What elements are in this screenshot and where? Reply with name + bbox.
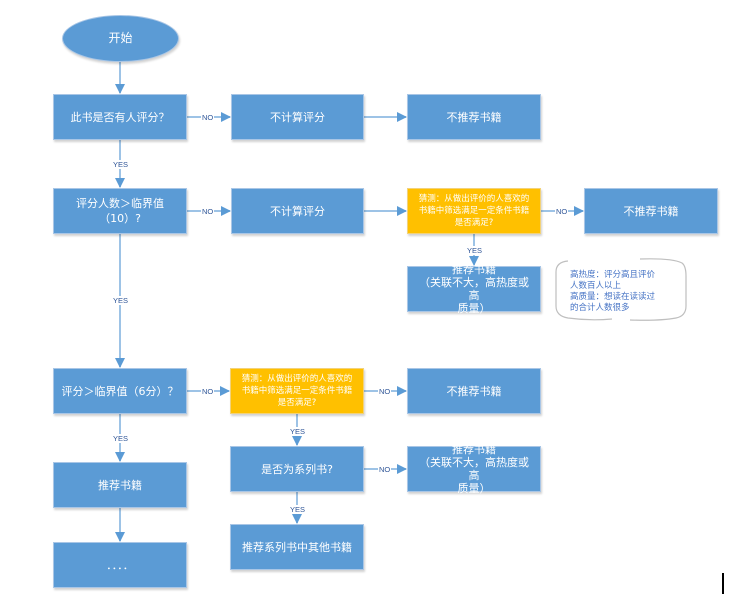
recommend-loose-label-1: 推荐书籍 （关联不大，高热度或高 质量） (419, 263, 529, 315)
decision-score-label: 评分＞临界值（6分）？ (61, 384, 179, 398)
guess-decision-2[interactable]: 猜测：从做出评价的人喜欢的 书籍中筛选满足一定条件书籍 是否满足? (230, 368, 364, 414)
decision-rater-count-label: 评分人数＞临界值 （10）? (76, 197, 164, 225)
recommend-series-node[interactable]: 推荐系列书中其他书籍 (230, 524, 364, 570)
start-node[interactable]: 开始 (62, 15, 179, 62)
not-recommend-label-1: 不推荐书籍 (446, 110, 502, 124)
recommend-loose-node-2[interactable]: 推荐书籍 （关联不大，高热度或高 质量） (407, 443, 541, 495)
decision-series-label: 是否为系列书? (261, 462, 333, 476)
edge-label-yes: YES (466, 246, 484, 255)
edge-label-no: NO (555, 207, 569, 216)
text-cursor (722, 573, 724, 594)
edge-label-yes: YES (289, 505, 307, 514)
edge-label-no: NO (201, 207, 215, 216)
no-score-node-1[interactable]: 不计算评分 (231, 94, 364, 140)
guess-decision-label-2: 猜测：从做出评价的人喜欢的 书籍中筛选满足一定条件书籍 是否满足? (241, 374, 353, 408)
decision-series[interactable]: 是否为系列书? (230, 446, 364, 492)
start-label: 开始 (108, 31, 133, 45)
decision-rater-count[interactable]: 评分人数＞临界值 （10）? (53, 188, 187, 234)
edge-label-no: NO (378, 387, 392, 396)
ellipsis-node[interactable]: ．．．． (53, 542, 187, 588)
note-bracket-shape (555, 258, 687, 321)
not-recommend-node-1[interactable]: 不推荐书籍 (407, 94, 541, 140)
not-recommend-label-2: 不推荐书籍 (623, 204, 679, 218)
edge-label-yes: YES (112, 160, 130, 169)
not-recommend-label-3: 不推荐书籍 (446, 384, 502, 398)
no-score-label-1: 不计算评分 (270, 110, 325, 124)
ellipsis-label: ．．．． (106, 558, 134, 572)
edge-label-yes: YES (112, 434, 130, 443)
guess-decision-label-1: 猜测：从做出评价的人喜欢的 书籍中筛选满足一定条件书籍 是否满足? (418, 194, 530, 228)
edge-label-no: NO (201, 387, 215, 396)
annotation-note: 高热度：评分高且评价 人数百人以上 高质量：想读在读读过 的合计人数很多 (570, 270, 656, 313)
edge-label-no: NO (378, 465, 392, 474)
recommend-series-label: 推荐系列书中其他书籍 (242, 540, 352, 554)
decision-score[interactable]: 评分＞临界值（6分）？ (53, 368, 187, 414)
not-recommend-node-3[interactable]: 不推荐书籍 (407, 368, 541, 414)
recommend-node[interactable]: 推荐书籍 (53, 462, 187, 508)
decision-has-rating[interactable]: 此书是否有人评分？ (53, 94, 187, 140)
edge-label-no: NO (201, 113, 215, 122)
no-score-label-2: 不计算评分 (270, 204, 325, 218)
not-recommend-node-2[interactable]: 不推荐书籍 (584, 188, 718, 234)
recommend-loose-node-1[interactable]: 推荐书籍 （关联不大，高热度或高 质量） (407, 263, 541, 315)
no-score-node-2[interactable]: 不计算评分 (231, 188, 364, 234)
edge-label-yes: YES (112, 296, 130, 305)
guess-decision-1[interactable]: 猜测：从做出评价的人喜欢的 书籍中筛选满足一定条件书籍 是否满足? (407, 188, 541, 234)
edge-label-yes: YES (289, 427, 307, 436)
recommend-label: 推荐书籍 (98, 478, 142, 492)
recommend-loose-label-2: 推荐书籍 （关联不大，高热度或高 质量） (419, 443, 529, 495)
decision-has-rating-label: 此书是否有人评分？ (70, 110, 170, 124)
